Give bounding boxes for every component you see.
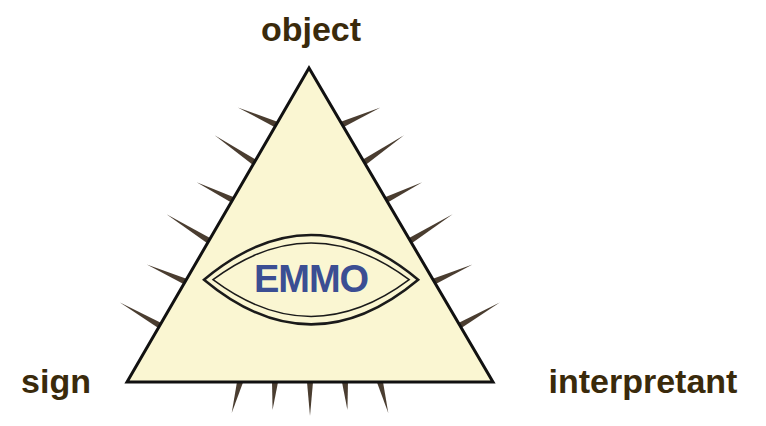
eye-shape: EMMO <box>204 235 418 324</box>
corner-label: interpretant <box>549 363 738 400</box>
corner-label: object <box>261 11 361 48</box>
corner-label: sign <box>21 363 91 400</box>
eye-inner <box>213 243 409 316</box>
triangle <box>127 68 493 382</box>
eye-outer <box>204 235 418 324</box>
logo-text: EMMO <box>254 259 368 301</box>
